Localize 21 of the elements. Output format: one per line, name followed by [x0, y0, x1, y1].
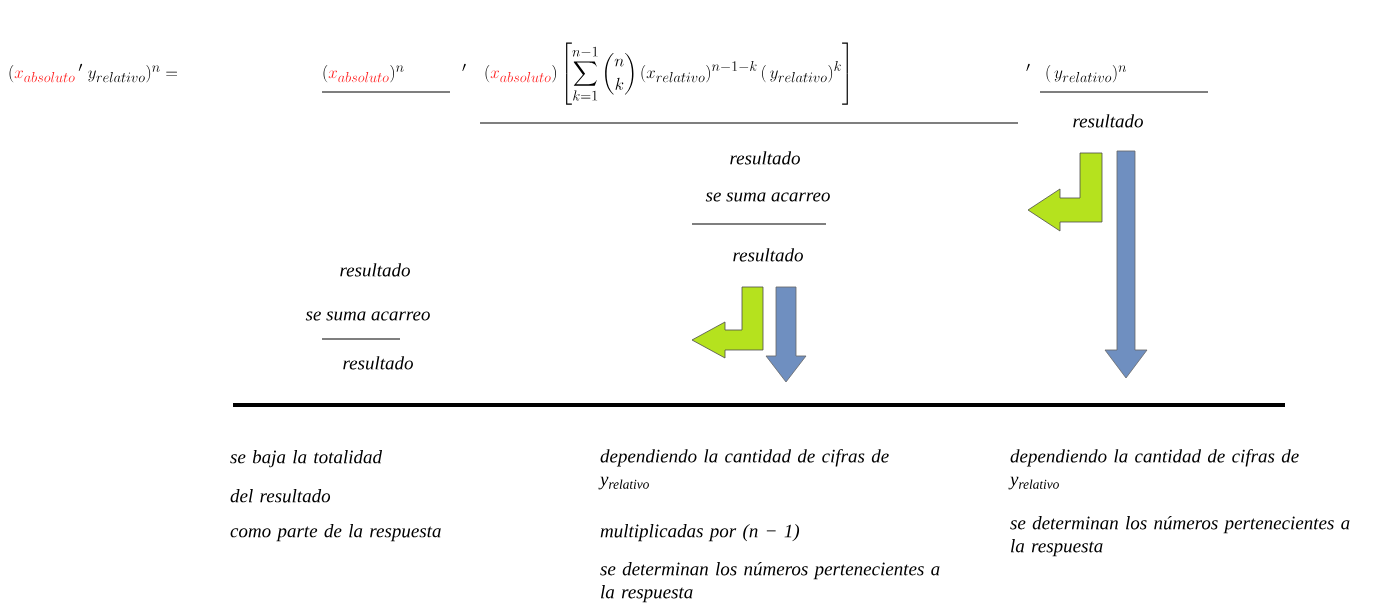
explanation-text: se baja la totalidad: [230, 450, 383, 468]
explanation-text: multiplicadas por (n − 1): [600, 524, 800, 542]
step-text: se suma acarreo: [305, 311, 430, 321]
formula: $($$x_{absoluto}$ $\,{}' \; y_{relativo})^{n} =$: [9, 63, 178, 83]
step-text: resultado: [340, 263, 410, 277]
step-text: se suma acarreo: [705, 192, 830, 202]
formula: $($$x_{absoluto}$$)\left[\sum_{k=1}^{n-1}\binom{n}{k}\,(x_{relativo})^{n-1-k}\,(\,y_{relativo})^{k}\right]$: [485, 42, 848, 105]
formula: $(\,y_{relativo})^{n}$: [1046, 65, 1127, 83]
explanation-text: se determinan los números pertenecientes a la respuesta: [1010, 516, 1350, 557]
explanation-text: dependiendo la cantidad de cifras de y$_{relativo}$: [598, 449, 889, 490]
explanation-text: se determinan los números pertenecientes a la respuesta: [600, 562, 940, 603]
step-text: resultado: [733, 248, 803, 262]
explanation-text: dependiendo la cantidad de cifras de y$_{relativo}$: [1008, 449, 1299, 490]
step-text: resultado: [343, 356, 413, 370]
formula: $'$: [462, 63, 466, 72]
formula: $'$: [1026, 63, 1030, 72]
step-text: resultado: [730, 151, 800, 165]
step-text: resultado: [1073, 114, 1143, 128]
formula: $($$x_{absoluto}$$)^{n}$: [323, 65, 404, 83]
explanation-text: del resultado: [230, 489, 331, 503]
explanation-text: como parte de la respuesta: [230, 524, 441, 542]
